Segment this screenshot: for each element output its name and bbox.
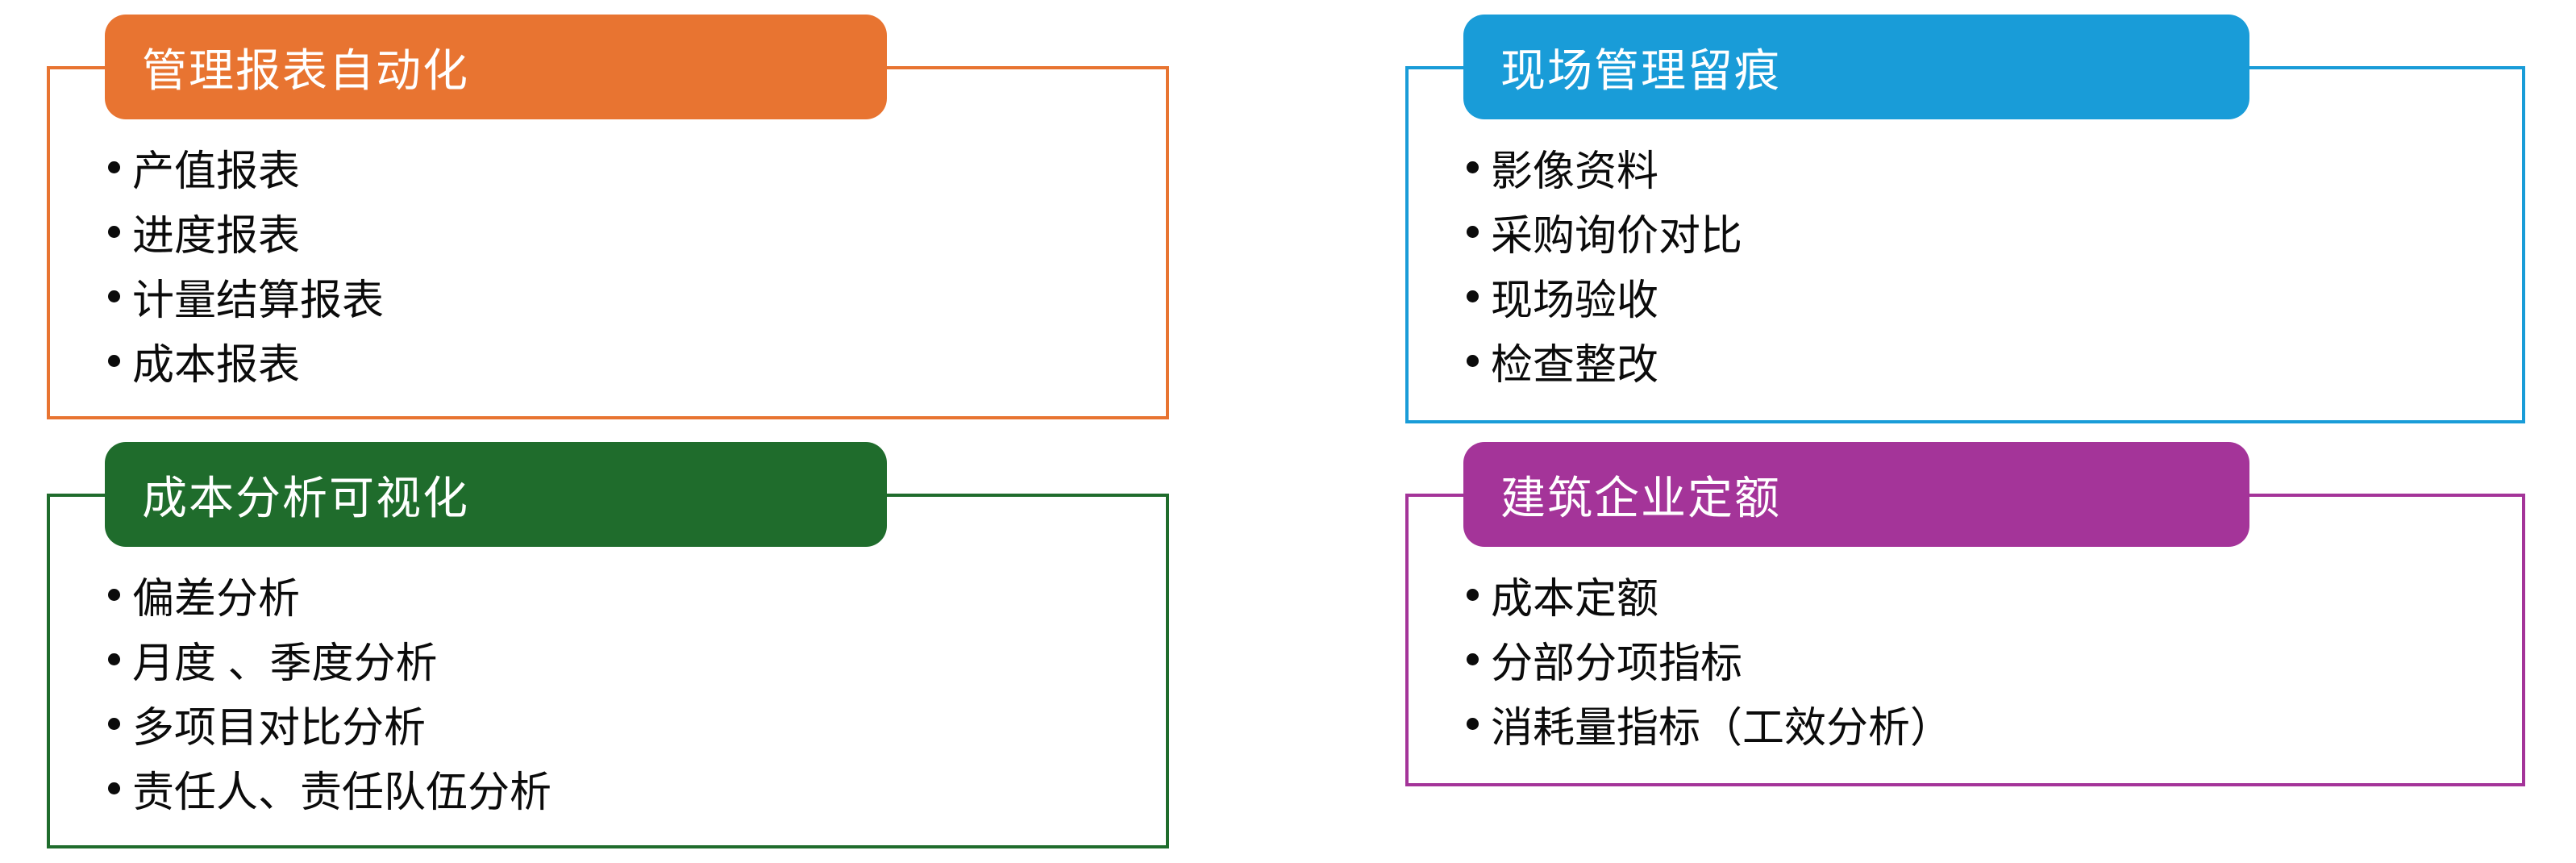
panel-header-tab: 建筑企业定额 <box>1463 442 2249 547</box>
bullet-dot-icon <box>108 782 120 794</box>
bullet-text: 多项目对比分析 <box>132 704 427 752</box>
panel-header-tab: 管理报表自动化 <box>105 15 887 119</box>
bullet-text: 分部分项指标 <box>1491 640 1743 687</box>
panel-title: 现场管理留痕 <box>1500 44 1781 96</box>
bullet-text: 成本报表 <box>132 341 301 389</box>
panel-report-automation: 管理报表自动化 产值报表 进度报表 计量结算报表 成本报表 <box>47 15 1169 419</box>
bullet-text: 成本定额 <box>1491 575 1659 623</box>
bullet-dot-icon <box>108 290 120 302</box>
bullet-item: 产值报表 <box>108 135 1153 199</box>
bullet-item: 责任人、责任队伍分析 <box>108 756 1153 820</box>
bullet-item: 月度 、季度分析 <box>108 627 1153 691</box>
bullet-text: 进度报表 <box>132 212 301 260</box>
bullet-item: 偏差分析 <box>108 562 1153 627</box>
bullet-dot-icon <box>1467 290 1479 302</box>
panel-header-tab: 成本分析可视化 <box>105 442 887 547</box>
panel-cost-analysis-visualization: 成本分析可视化 偏差分析 月度 、季度分析 多项目对比分析 责任人、责任队伍分析 <box>47 442 1169 848</box>
bullet-text: 责任人、责任队伍分析 <box>132 769 552 816</box>
bullet-item: 消耗量指标（工效分析） <box>1467 691 2509 756</box>
bullet-dot-icon <box>1467 588 1479 601</box>
bullet-item: 检查整改 <box>1467 328 2509 393</box>
bullet-item: 现场验收 <box>1467 264 2509 328</box>
bullet-text: 采购询价对比 <box>1491 212 1743 260</box>
panel-construction-enterprise-quota: 建筑企业定额 成本定额 分部分项指标 消耗量指标（工效分析） <box>1405 442 2525 786</box>
bullet-item: 成本报表 <box>108 328 1153 393</box>
bullet-item: 分部分项指标 <box>1467 627 2509 691</box>
bullet-dot-icon <box>1467 652 1479 665</box>
bullet-list: 影像资料 采购询价对比 现场验收 检查整改 <box>1405 135 2509 393</box>
bullet-text: 产值报表 <box>132 148 301 195</box>
bullet-item: 计量结算报表 <box>108 264 1153 328</box>
bullet-dot-icon <box>1467 354 1479 367</box>
bullet-list: 成本定额 分部分项指标 消耗量指标（工效分析） <box>1405 562 2509 756</box>
bullet-text: 现场验收 <box>1491 277 1659 324</box>
bullet-item: 进度报表 <box>108 199 1153 264</box>
bullet-dot-icon <box>108 354 120 367</box>
bullet-list: 偏差分析 月度 、季度分析 多项目对比分析 责任人、责任队伍分析 <box>47 562 1153 820</box>
bullet-list: 产值报表 进度报表 计量结算报表 成本报表 <box>47 135 1153 393</box>
panel-site-management-trace: 现场管理留痕 影像资料 采购询价对比 现场验收 检查整改 <box>1405 15 2525 423</box>
panel-title: 成本分析可视化 <box>142 472 469 523</box>
bullet-item: 多项目对比分析 <box>108 691 1153 756</box>
panel-title: 建筑企业定额 <box>1500 472 1781 523</box>
bullet-dot-icon <box>1467 225 1479 238</box>
bullet-text: 计量结算报表 <box>132 277 385 324</box>
bullet-item: 成本定额 <box>1467 562 2509 627</box>
bullet-dot-icon <box>108 161 120 173</box>
bullet-text: 月度 、季度分析 <box>132 640 438 687</box>
panel-header-tab: 现场管理留痕 <box>1463 15 2249 119</box>
bullet-text: 影像资料 <box>1491 148 1659 195</box>
bullet-text: 消耗量指标（工效分析） <box>1491 704 1953 752</box>
bullet-item: 采购询价对比 <box>1467 199 2509 264</box>
bullet-dot-icon <box>108 588 120 601</box>
bullet-dot-icon <box>108 652 120 665</box>
bullet-dot-icon <box>108 225 120 238</box>
panel-title: 管理报表自动化 <box>142 44 469 96</box>
bullet-dot-icon <box>108 717 120 730</box>
bullet-dot-icon <box>1467 161 1479 173</box>
bullet-dot-icon <box>1467 717 1479 730</box>
bullet-text: 偏差分析 <box>132 575 301 623</box>
bullet-item: 影像资料 <box>1467 135 2509 199</box>
bullet-text: 检查整改 <box>1491 341 1659 389</box>
